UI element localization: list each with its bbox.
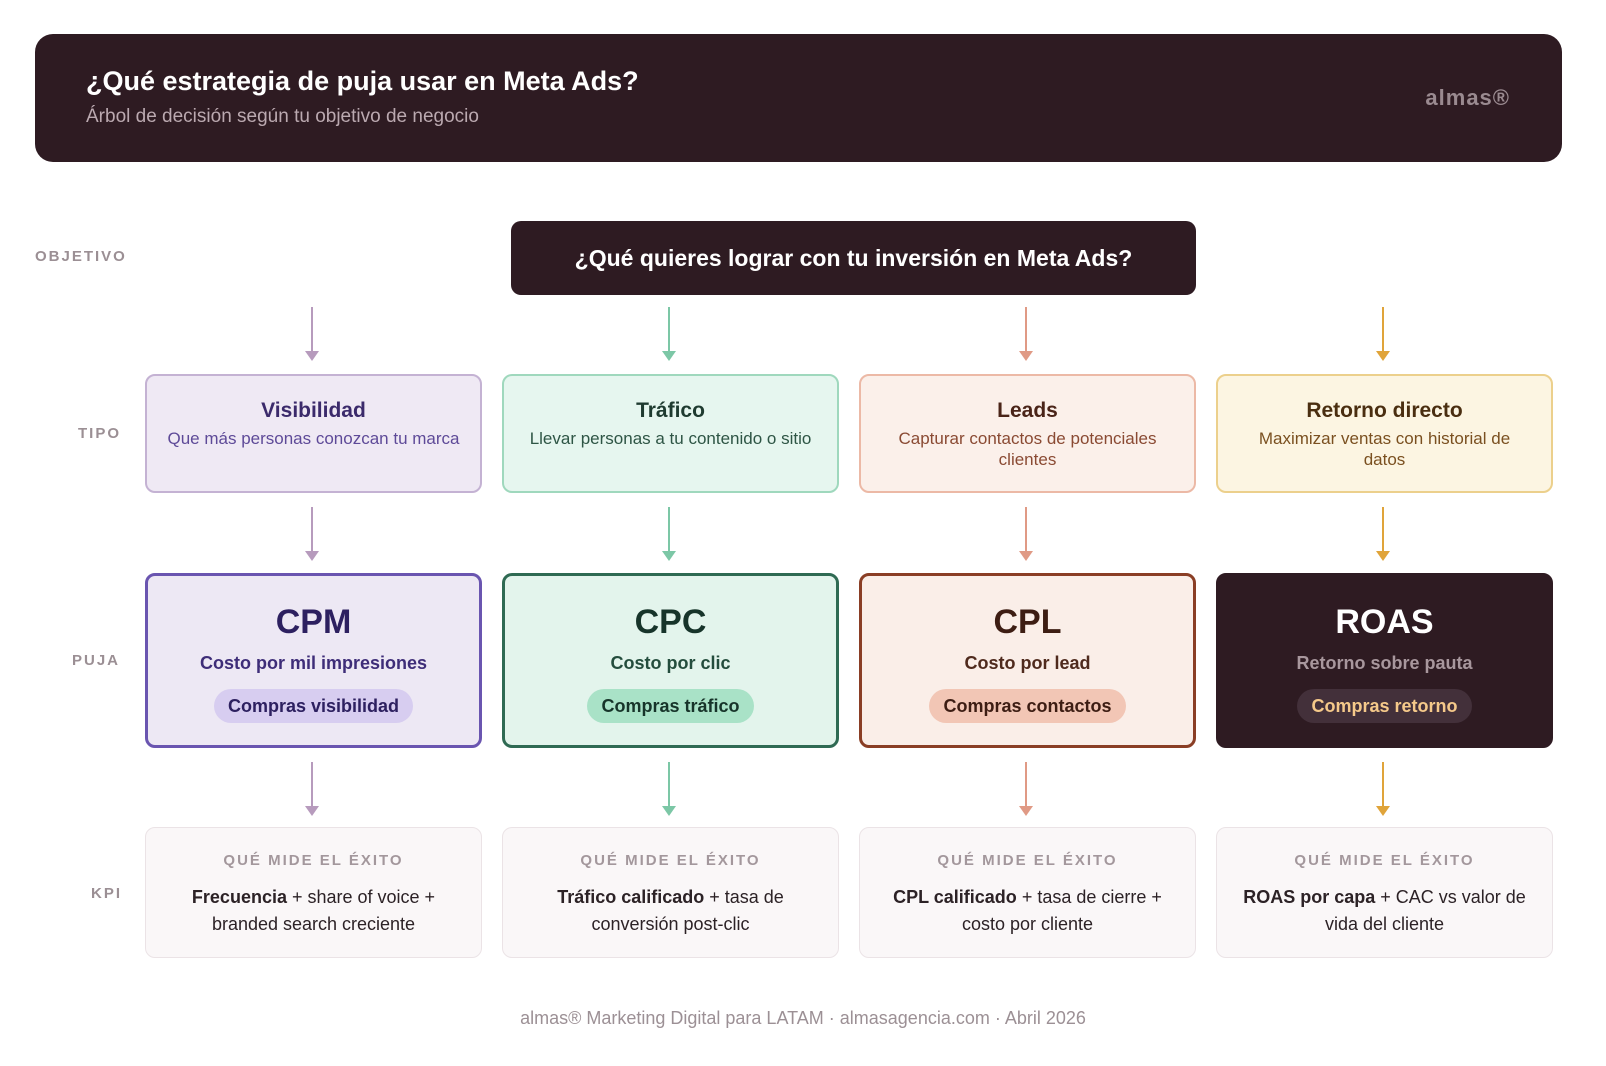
footer-credits: almas® Marketing Digital para LATAM · al… <box>520 1008 1086 1028</box>
header-banner: ¿Qué estrategia de puja usar en Meta Ads… <box>35 34 1562 162</box>
kpi-card-cpm: QUÉ MIDE EL ÉXITO Frecuencia + share of … <box>145 827 482 958</box>
page-title: ¿Qué estrategia de puja usar en Meta Ads… <box>86 66 639 96</box>
arrow-down-icon <box>1373 307 1393 363</box>
arrow-down-icon <box>659 507 679 563</box>
row-label-kpi: KPI <box>91 885 123 902</box>
kpi-label: QUÉ MIDE EL ÉXITO <box>580 852 761 869</box>
kpi-card-roas: QUÉ MIDE EL ÉXITO ROAS por capa + CAC vs… <box>1216 827 1553 958</box>
puja-pill: Compras retorno <box>1297 689 1472 723</box>
arrow-down-icon <box>1373 762 1393 818</box>
puja-pill: Compras contactos <box>929 689 1126 723</box>
row-label-puja: PUJA <box>72 652 121 669</box>
puja-name: Costo por clic <box>610 653 731 673</box>
puja-pill: Compras visibilidad <box>213 689 414 723</box>
tipo-title: Tráfico <box>636 399 705 422</box>
arrow-down-icon <box>302 307 322 363</box>
row-label-objetivo: OBJETIVO <box>35 248 127 265</box>
tipo-description: Capturar contactos de potenciales client… <box>898 429 1157 469</box>
kpi-rest: + tasa de cierre + costo por cliente <box>961 887 1162 934</box>
tipo-description: Maximizar ventas con historial de datos <box>1258 429 1511 469</box>
puja-code: CPM <box>275 603 352 641</box>
kpi-rest: + share of voice + branded search crecie… <box>211 887 436 934</box>
arrow-down-icon <box>659 307 679 363</box>
brand-logo: almas® <box>1425 85 1510 110</box>
tipo-title: Visibilidad <box>261 399 366 422</box>
puja-card-roas: ROAS Retorno sobre pauta Compras retorno <box>1216 573 1553 748</box>
tipo-description: Que más personas conozcan tu marca <box>167 429 460 448</box>
kpi-text: ROAS por capa + CAC vs valor de vida del… <box>1235 884 1534 938</box>
tipo-title: Leads <box>997 399 1058 422</box>
kpi-text: CPL calificado + tasa de cierre + costo … <box>878 884 1177 938</box>
kpi-highlight: Tráfico calificado <box>557 887 705 907</box>
arrow-down-icon <box>1016 762 1036 818</box>
tipo-title: Retorno directo <box>1306 399 1463 422</box>
kpi-highlight: ROAS por capa <box>1243 887 1376 907</box>
puja-card-cpm: CPM Costo por mil impresiones Compras vi… <box>145 573 482 748</box>
arrow-down-icon <box>302 762 322 818</box>
kpi-text: Frecuencia + share of voice + branded se… <box>164 884 463 938</box>
tipo-card-trafico: Tráfico Llevar personas a tu contenido o… <box>502 374 839 493</box>
kpi-rest: + tasa de conversión post-clic <box>591 887 784 934</box>
tipo-card-visibilidad: Visibilidad Que más personas conozcan tu… <box>145 374 482 493</box>
kpi-rest: + CAC vs valor de vida del cliente <box>1324 887 1526 934</box>
puja-card-cpl: CPL Costo por lead Compras contactos <box>859 573 1196 748</box>
tipo-card-retorno: Retorno directo Maximizar ventas con his… <box>1216 374 1553 493</box>
kpi-label: QUÉ MIDE EL ÉXITO <box>1294 852 1475 869</box>
puja-name: Costo por lead <box>964 653 1091 673</box>
puja-code: CPC <box>634 603 707 641</box>
arrow-down-icon <box>659 762 679 818</box>
tipo-card-leads: Leads Capturar contactos de potenciales … <box>859 374 1196 493</box>
page-subtitle: Árbol de decisión según tu objetivo de n… <box>86 106 479 127</box>
puja-code: CPL <box>993 603 1062 641</box>
puja-pill: Compras tráfico <box>587 689 754 723</box>
objective-question: ¿Qué quieres lograr con tu inversión en … <box>511 221 1196 295</box>
puja-card-cpc: CPC Costo por clic Compras tráfico <box>502 573 839 748</box>
row-label-tipo: TIPO <box>78 425 122 442</box>
arrow-down-icon <box>1016 507 1036 563</box>
kpi-text: Tráfico calificado + tasa de conversión … <box>521 884 820 938</box>
tipo-description: Llevar personas a tu contenido o sitio <box>529 429 812 448</box>
puja-name: Retorno sobre pauta <box>1296 653 1473 673</box>
arrow-down-icon <box>302 507 322 563</box>
kpi-label: QUÉ MIDE EL ÉXITO <box>223 852 404 869</box>
kpi-highlight: CPL calificado <box>893 887 1017 907</box>
puja-name: Costo por mil impresiones <box>199 653 428 673</box>
kpi-card-cpc: QUÉ MIDE EL ÉXITO Tráfico calificado + t… <box>502 827 839 958</box>
arrow-down-icon <box>1016 307 1036 363</box>
puja-code: ROAS <box>1335 603 1434 641</box>
kpi-highlight: Frecuencia <box>191 887 287 907</box>
kpi-card-cpl: QUÉ MIDE EL ÉXITO CPL calificado + tasa … <box>859 827 1196 958</box>
arrow-down-icon <box>1373 507 1393 563</box>
kpi-label: QUÉ MIDE EL ÉXITO <box>937 852 1118 869</box>
